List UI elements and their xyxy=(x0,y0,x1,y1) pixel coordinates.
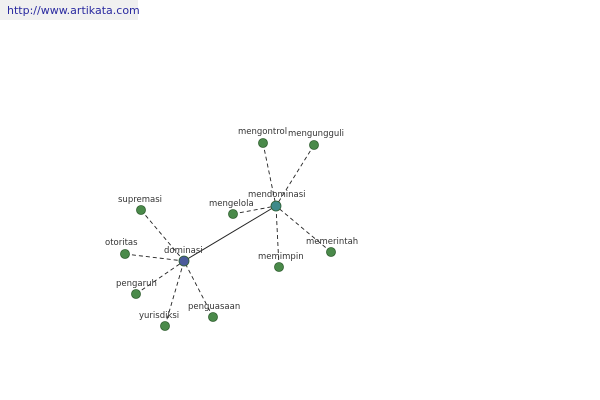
node-label-supremasi: supremasi xyxy=(118,195,162,205)
label-layer: dominasi mendominasi supremasi otoritas peng… xyxy=(105,127,358,321)
edge-yurisdiksi-dominasi xyxy=(164,260,185,327)
source-url-link[interactable]: http://www.artikata.com xyxy=(7,4,140,17)
node-pengaruh[interactable] xyxy=(131,289,141,299)
node-mendominasi[interactable] xyxy=(270,200,282,212)
node-label-yurisdiksi: yurisdiksi xyxy=(139,311,179,321)
node-label-mendominasi: mendominasi xyxy=(248,190,306,200)
node-yurisdiksi[interactable] xyxy=(160,321,170,331)
node-penguasaan[interactable] xyxy=(208,312,218,322)
edge-dominasi-mendominasi xyxy=(183,205,277,262)
node-label-pengaruh: pengaruh xyxy=(116,279,157,289)
node-label-memimpin: memimpin xyxy=(258,252,304,262)
edge-otoritas-dominasi xyxy=(124,253,185,262)
edge-layer xyxy=(124,142,332,327)
node-dominasi[interactable] xyxy=(178,255,190,267)
node-mengelola[interactable] xyxy=(228,209,238,219)
edge-memimpin-mendominasi xyxy=(275,205,280,268)
edge-mengelola-mendominasi xyxy=(232,205,277,215)
node-layer xyxy=(120,138,336,331)
node-otoritas[interactable] xyxy=(120,249,130,259)
edge-mengungguli-mendominasi xyxy=(275,144,315,207)
edge-memerintah-mendominasi xyxy=(275,205,332,253)
node-label-mengungguli: mengungguli xyxy=(288,129,344,139)
node-mengontrol[interactable] xyxy=(258,138,268,148)
node-label-otoritas: otoritas xyxy=(105,238,138,248)
url-banner: http://www.artikata.com xyxy=(0,0,140,20)
node-label-dominasi: dominasi xyxy=(164,246,203,256)
edge-pengaruh-dominasi xyxy=(135,260,185,295)
node-label-mengontrol: mengontrol xyxy=(238,127,287,137)
node-supremasi[interactable] xyxy=(136,205,146,215)
node-memerintah[interactable] xyxy=(326,247,336,257)
edge-mengontrol-mendominasi xyxy=(262,142,277,207)
node-label-mengelola: mengelola xyxy=(209,199,254,209)
node-mengungguli[interactable] xyxy=(309,140,319,150)
node-memimpin[interactable] xyxy=(274,262,284,272)
node-label-memerintah: memerintah xyxy=(306,237,358,247)
node-label-penguasaan: penguasaan xyxy=(188,302,240,312)
edge-penguasaan-dominasi xyxy=(183,260,214,318)
